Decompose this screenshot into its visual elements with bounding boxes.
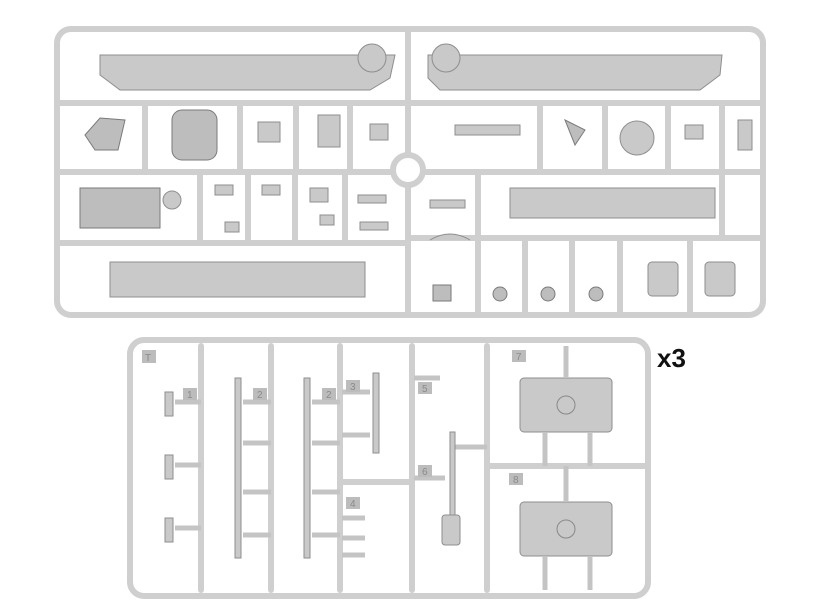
part-number-tags: T 1 2 2 3 4 5 6 7 8 [142, 350, 526, 510]
part-number: 6 [422, 467, 428, 478]
part-number: 4 [350, 499, 356, 510]
part-number: 3 [350, 382, 356, 393]
center-ring [390, 152, 426, 188]
bottom-sprue-frame [127, 337, 651, 599]
hull-side-right [427, 54, 723, 91]
part-number: 7 [516, 352, 522, 363]
sprue-letter: T [145, 353, 151, 364]
plate-part-7 [519, 377, 613, 433]
top-sprue-frame [54, 26, 766, 318]
plate-part-8 [519, 501, 613, 557]
quantity-label: x3 [657, 343, 686, 373]
top-sprue-parts [79, 43, 753, 302]
part-number: 1 [187, 390, 193, 401]
part-number: 8 [513, 475, 519, 486]
long-panel [109, 261, 366, 298]
hull-side-left [99, 54, 396, 91]
rail-part [509, 187, 716, 219]
part-number: 2 [257, 390, 263, 401]
part-number: 2 [326, 390, 332, 401]
bottom-sprue-parts [164, 346, 613, 590]
part-number: 5 [422, 384, 428, 395]
